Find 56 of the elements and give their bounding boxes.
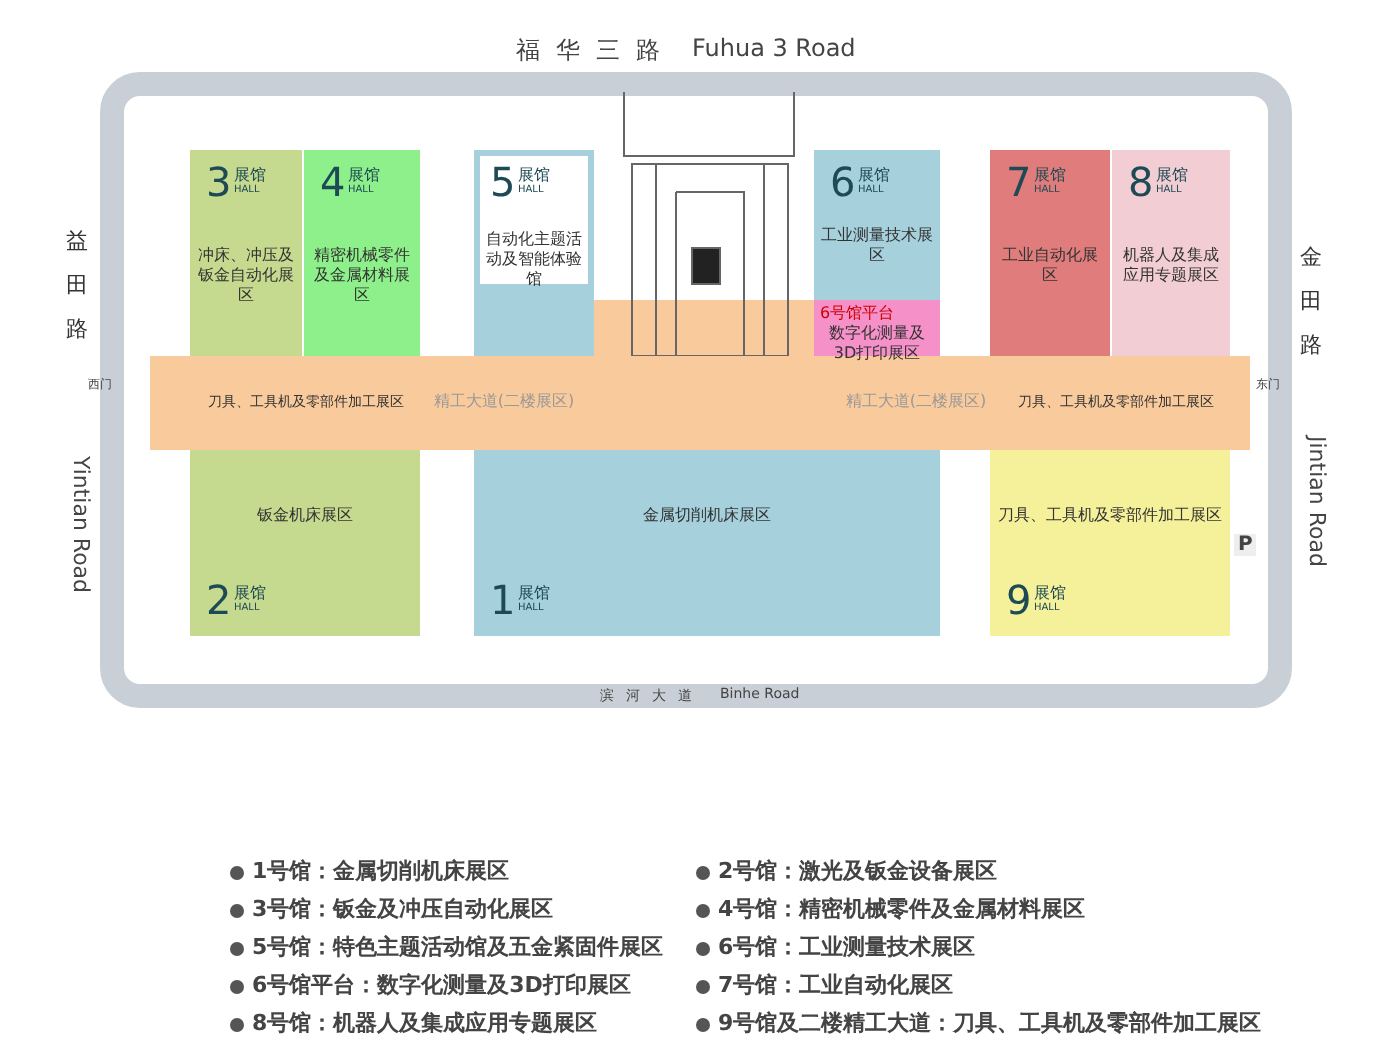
hall-number: 8 bbox=[1128, 162, 1154, 202]
hall-number: 6 bbox=[830, 162, 856, 202]
zone-name: 精密机械零件及金属材料展区 bbox=[312, 246, 412, 306]
hall-label: 展馆 bbox=[518, 166, 550, 184]
exhibition-hall bbox=[474, 150, 594, 356]
hall-label: 展馆 bbox=[1034, 584, 1066, 602]
hall-label: 展馆 bbox=[1034, 166, 1066, 184]
legend-item: 7号馆：工业自动化展区 bbox=[718, 970, 954, 1000]
hall-label: 展馆 bbox=[858, 166, 890, 184]
exhibition-hall bbox=[990, 150, 1110, 356]
hall-label: 展馆 bbox=[234, 584, 266, 602]
legend-item: 8号馆：机器人及集成应用专题展区 bbox=[252, 1008, 598, 1038]
parking-sign: P bbox=[1234, 534, 1257, 556]
exhibition-hall bbox=[190, 450, 420, 636]
hall-number: 4 bbox=[320, 162, 346, 202]
road-name: Yintian Road bbox=[68, 456, 94, 594]
road-name: Fuhua 3 Road bbox=[692, 34, 856, 62]
exhibition-zone bbox=[814, 300, 940, 356]
exhibition-hall bbox=[990, 450, 1230, 636]
hall-label: 展馆 bbox=[348, 166, 380, 184]
zone-name: 钣金机床展区 bbox=[255, 506, 355, 526]
hall-label: 展馆 bbox=[234, 166, 266, 184]
exhibition-hall bbox=[474, 450, 940, 636]
hall-number: 2 bbox=[206, 580, 232, 620]
zone-name: 自动化主题活动及智能体验馆 bbox=[484, 230, 584, 290]
zone-name: 数字化测量及3D打印展区 bbox=[827, 324, 927, 364]
exhibition-hall bbox=[304, 150, 420, 356]
hall-number: 1 bbox=[490, 580, 516, 620]
hall-number: 7 bbox=[1006, 162, 1032, 202]
zone-name: 冲床、冲压及钣金自动化展区 bbox=[196, 246, 296, 306]
legend-item: 3号馆：钣金及冲压自动化展区 bbox=[252, 894, 554, 924]
legend-item: 9号馆及二楼精工大道：刀具、工具机及零部件加工展区 bbox=[718, 1008, 1262, 1038]
legend-item: 1号馆：金属切削机床展区 bbox=[252, 856, 510, 886]
road-name: 福华三路 bbox=[516, 34, 676, 68]
zone-name: 金属切削机床展区 bbox=[641, 506, 773, 526]
legend-item: 6号馆平台：数字化测量及3D打印展区 bbox=[252, 970, 631, 1000]
zone-name: 工业自动化展区 bbox=[1000, 246, 1100, 286]
hall-number: 9 bbox=[1006, 580, 1032, 620]
exhibition-hall bbox=[1112, 150, 1230, 356]
exhibition-hall bbox=[190, 150, 302, 356]
hall-number: 3 bbox=[206, 162, 232, 202]
legend-item: 2号馆：激光及钣金设备展区 bbox=[718, 856, 998, 886]
zone-name: 工业测量技术展区 bbox=[820, 226, 934, 266]
zone-name: 精工大道(二楼展区) bbox=[431, 392, 577, 412]
zone-name: 精工大道(二楼展区) bbox=[843, 392, 989, 412]
exhibition-hall bbox=[814, 150, 940, 300]
zone-name: 刀具、工具机及零部件加工展区 bbox=[996, 506, 1224, 526]
zone-heading: 6号馆平台 bbox=[820, 304, 897, 324]
hall-number: 5 bbox=[490, 162, 516, 202]
legend-item: 4号馆：精密机械零件及金属材料展区 bbox=[718, 894, 1086, 924]
road-name: Jintian Road bbox=[1304, 436, 1330, 567]
legend-item: 5号馆：特色主题活动馆及五金紧固件展区 bbox=[252, 932, 664, 962]
hall-label: 展馆 bbox=[518, 584, 550, 602]
zone-name: 机器人及集成应用专题展区 bbox=[1121, 246, 1221, 286]
hall-label: 展馆 bbox=[1156, 166, 1188, 184]
legend-item: 6号馆：工业测量技术展区 bbox=[718, 932, 976, 962]
